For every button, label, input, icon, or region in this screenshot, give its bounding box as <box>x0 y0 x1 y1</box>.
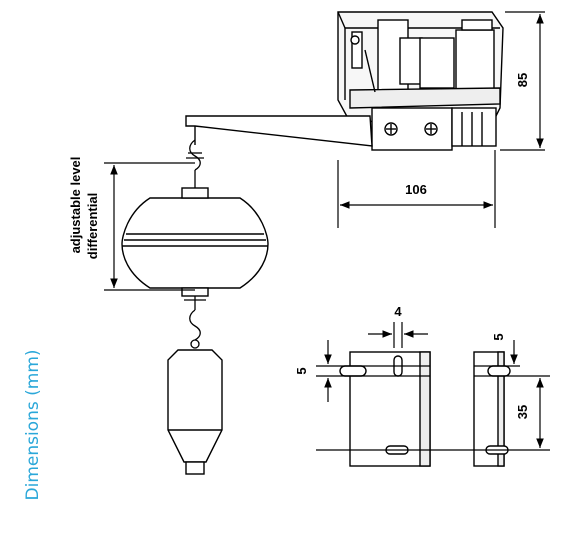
upper-hook <box>186 139 204 190</box>
label-adjustable-level: adjustable level <box>68 157 83 254</box>
label-slot-height-left: 5 <box>294 367 309 374</box>
label-width-106: 106 <box>405 182 427 197</box>
switch-housing <box>337 11 504 151</box>
dimension-lines <box>104 11 550 451</box>
lower-chain <box>184 296 206 349</box>
label-height-85: 85 <box>515 73 530 87</box>
label-differential: differential <box>85 193 100 259</box>
label-slot-width-4: 4 <box>394 304 402 319</box>
bracket-right <box>473 351 511 467</box>
dimensions-caption: Dimensions (mm) <box>23 349 43 500</box>
float-body <box>121 187 269 297</box>
label-hole-spacing-35: 35 <box>515 405 530 419</box>
bracket-left <box>339 351 431 467</box>
lever-arm <box>185 115 373 147</box>
counterweight <box>167 349 223 475</box>
label-slot-height-right: 5 <box>491 333 506 340</box>
